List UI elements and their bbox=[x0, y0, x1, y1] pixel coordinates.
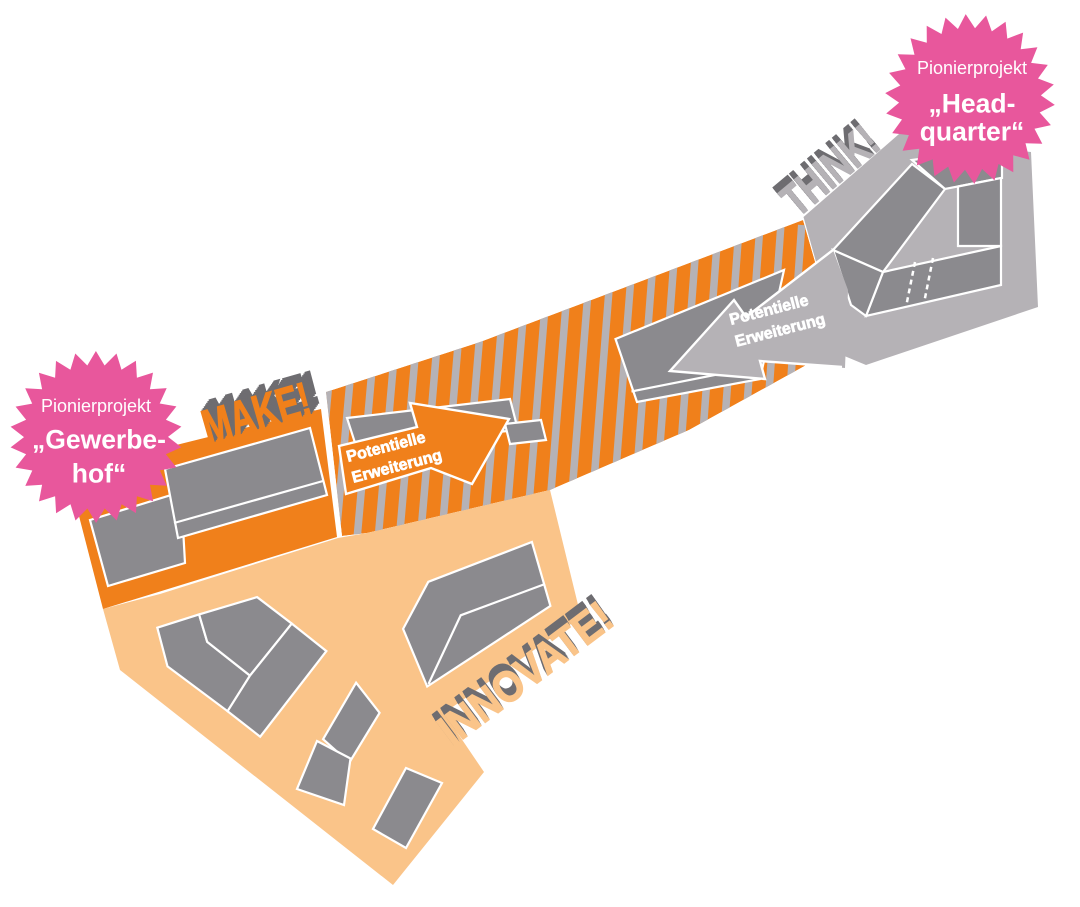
svg-text:hof“: hof“ bbox=[72, 459, 126, 489]
svg-text:Pionierprojekt: Pionierprojekt bbox=[41, 396, 151, 416]
svg-text:Pionierprojekt: Pionierprojekt bbox=[917, 58, 1027, 78]
svg-text:quarter“: quarter“ bbox=[920, 117, 1025, 147]
svg-text:MAKE!: MAKE! bbox=[201, 367, 321, 448]
svg-text:„Head-: „Head- bbox=[929, 89, 1016, 119]
svg-text:„Gewerbe-: „Gewerbe- bbox=[32, 425, 166, 455]
